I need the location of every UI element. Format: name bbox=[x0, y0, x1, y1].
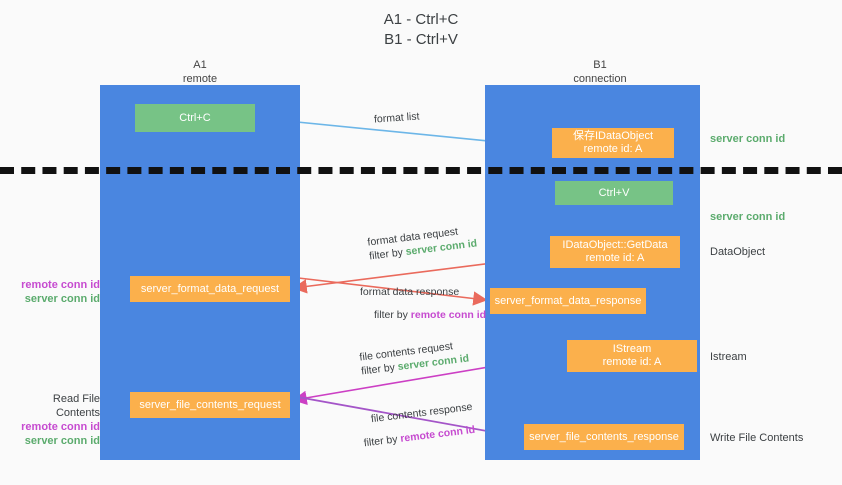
box-server-format-data-request[interactable]: server_format_data_request bbox=[130, 276, 290, 302]
box-server-file-contents-response[interactable]: server_file_contents_response bbox=[524, 424, 684, 450]
box-save-idataobject[interactable]: 保存IDataObject remote id: A bbox=[552, 128, 674, 158]
annotation-dataobject: DataObject bbox=[710, 246, 766, 258]
separator-dashed-line bbox=[0, 167, 842, 174]
annotation-remote-conn-id: remote conn id bbox=[21, 421, 100, 433]
annotation-left-conn-ids-2: Read File Contents remote conn id server… bbox=[8, 392, 100, 448]
diagram-title: A1 - Ctrl+C B1 - Ctrl+V bbox=[383, 11, 459, 48]
annotation-left-conn-ids-1: remote conn id server conn id bbox=[8, 278, 100, 306]
lane-header-a1: A1 remote bbox=[182, 59, 218, 85]
annotation-server-conn-id-second: server conn id bbox=[710, 211, 786, 223]
box-idataobject-getdata[interactable]: IDataObject::GetData remote id: A bbox=[550, 236, 680, 268]
annotation-server-conn-id: server conn id bbox=[24, 293, 100, 305]
annotation-server-conn-id: server conn id bbox=[24, 435, 100, 447]
annotation-server-conn-id-top: server conn id bbox=[710, 133, 786, 145]
filter-prefix: filter by bbox=[374, 309, 411, 321]
edge-label-format-data-response: format data response filter by remote co… bbox=[360, 285, 486, 322]
box-istream[interactable]: IStream remote id: A bbox=[567, 340, 697, 372]
filter-key-remote-conn-id: remote conn id bbox=[410, 309, 487, 321]
annotation-istream: Istream bbox=[710, 351, 747, 363]
edge-label-format-data-response-text: format data response bbox=[360, 286, 460, 298]
lane-header-b1: B1 connection bbox=[573, 59, 627, 85]
edge-label-format-data-response-filter: filter by remote conn id bbox=[374, 308, 486, 322]
arrow-file-contents-response bbox=[291, 395, 521, 443]
box-server-file-contents-request[interactable]: server_file_contents_request bbox=[130, 392, 290, 418]
box-ctrl-v[interactable]: Ctrl+V bbox=[555, 181, 673, 205]
annotation-write-file-contents: Write File Contents bbox=[710, 432, 804, 444]
box-server-format-data-response[interactable]: server_format_data_response bbox=[490, 288, 646, 314]
annotation-remote-conn-id: remote conn id bbox=[21, 279, 100, 291]
box-ctrl-c[interactable]: Ctrl+C bbox=[135, 104, 255, 132]
arrow-format-data-response bbox=[289, 276, 488, 306]
annotation-read-file-contents: Read File Contents bbox=[52, 393, 100, 419]
